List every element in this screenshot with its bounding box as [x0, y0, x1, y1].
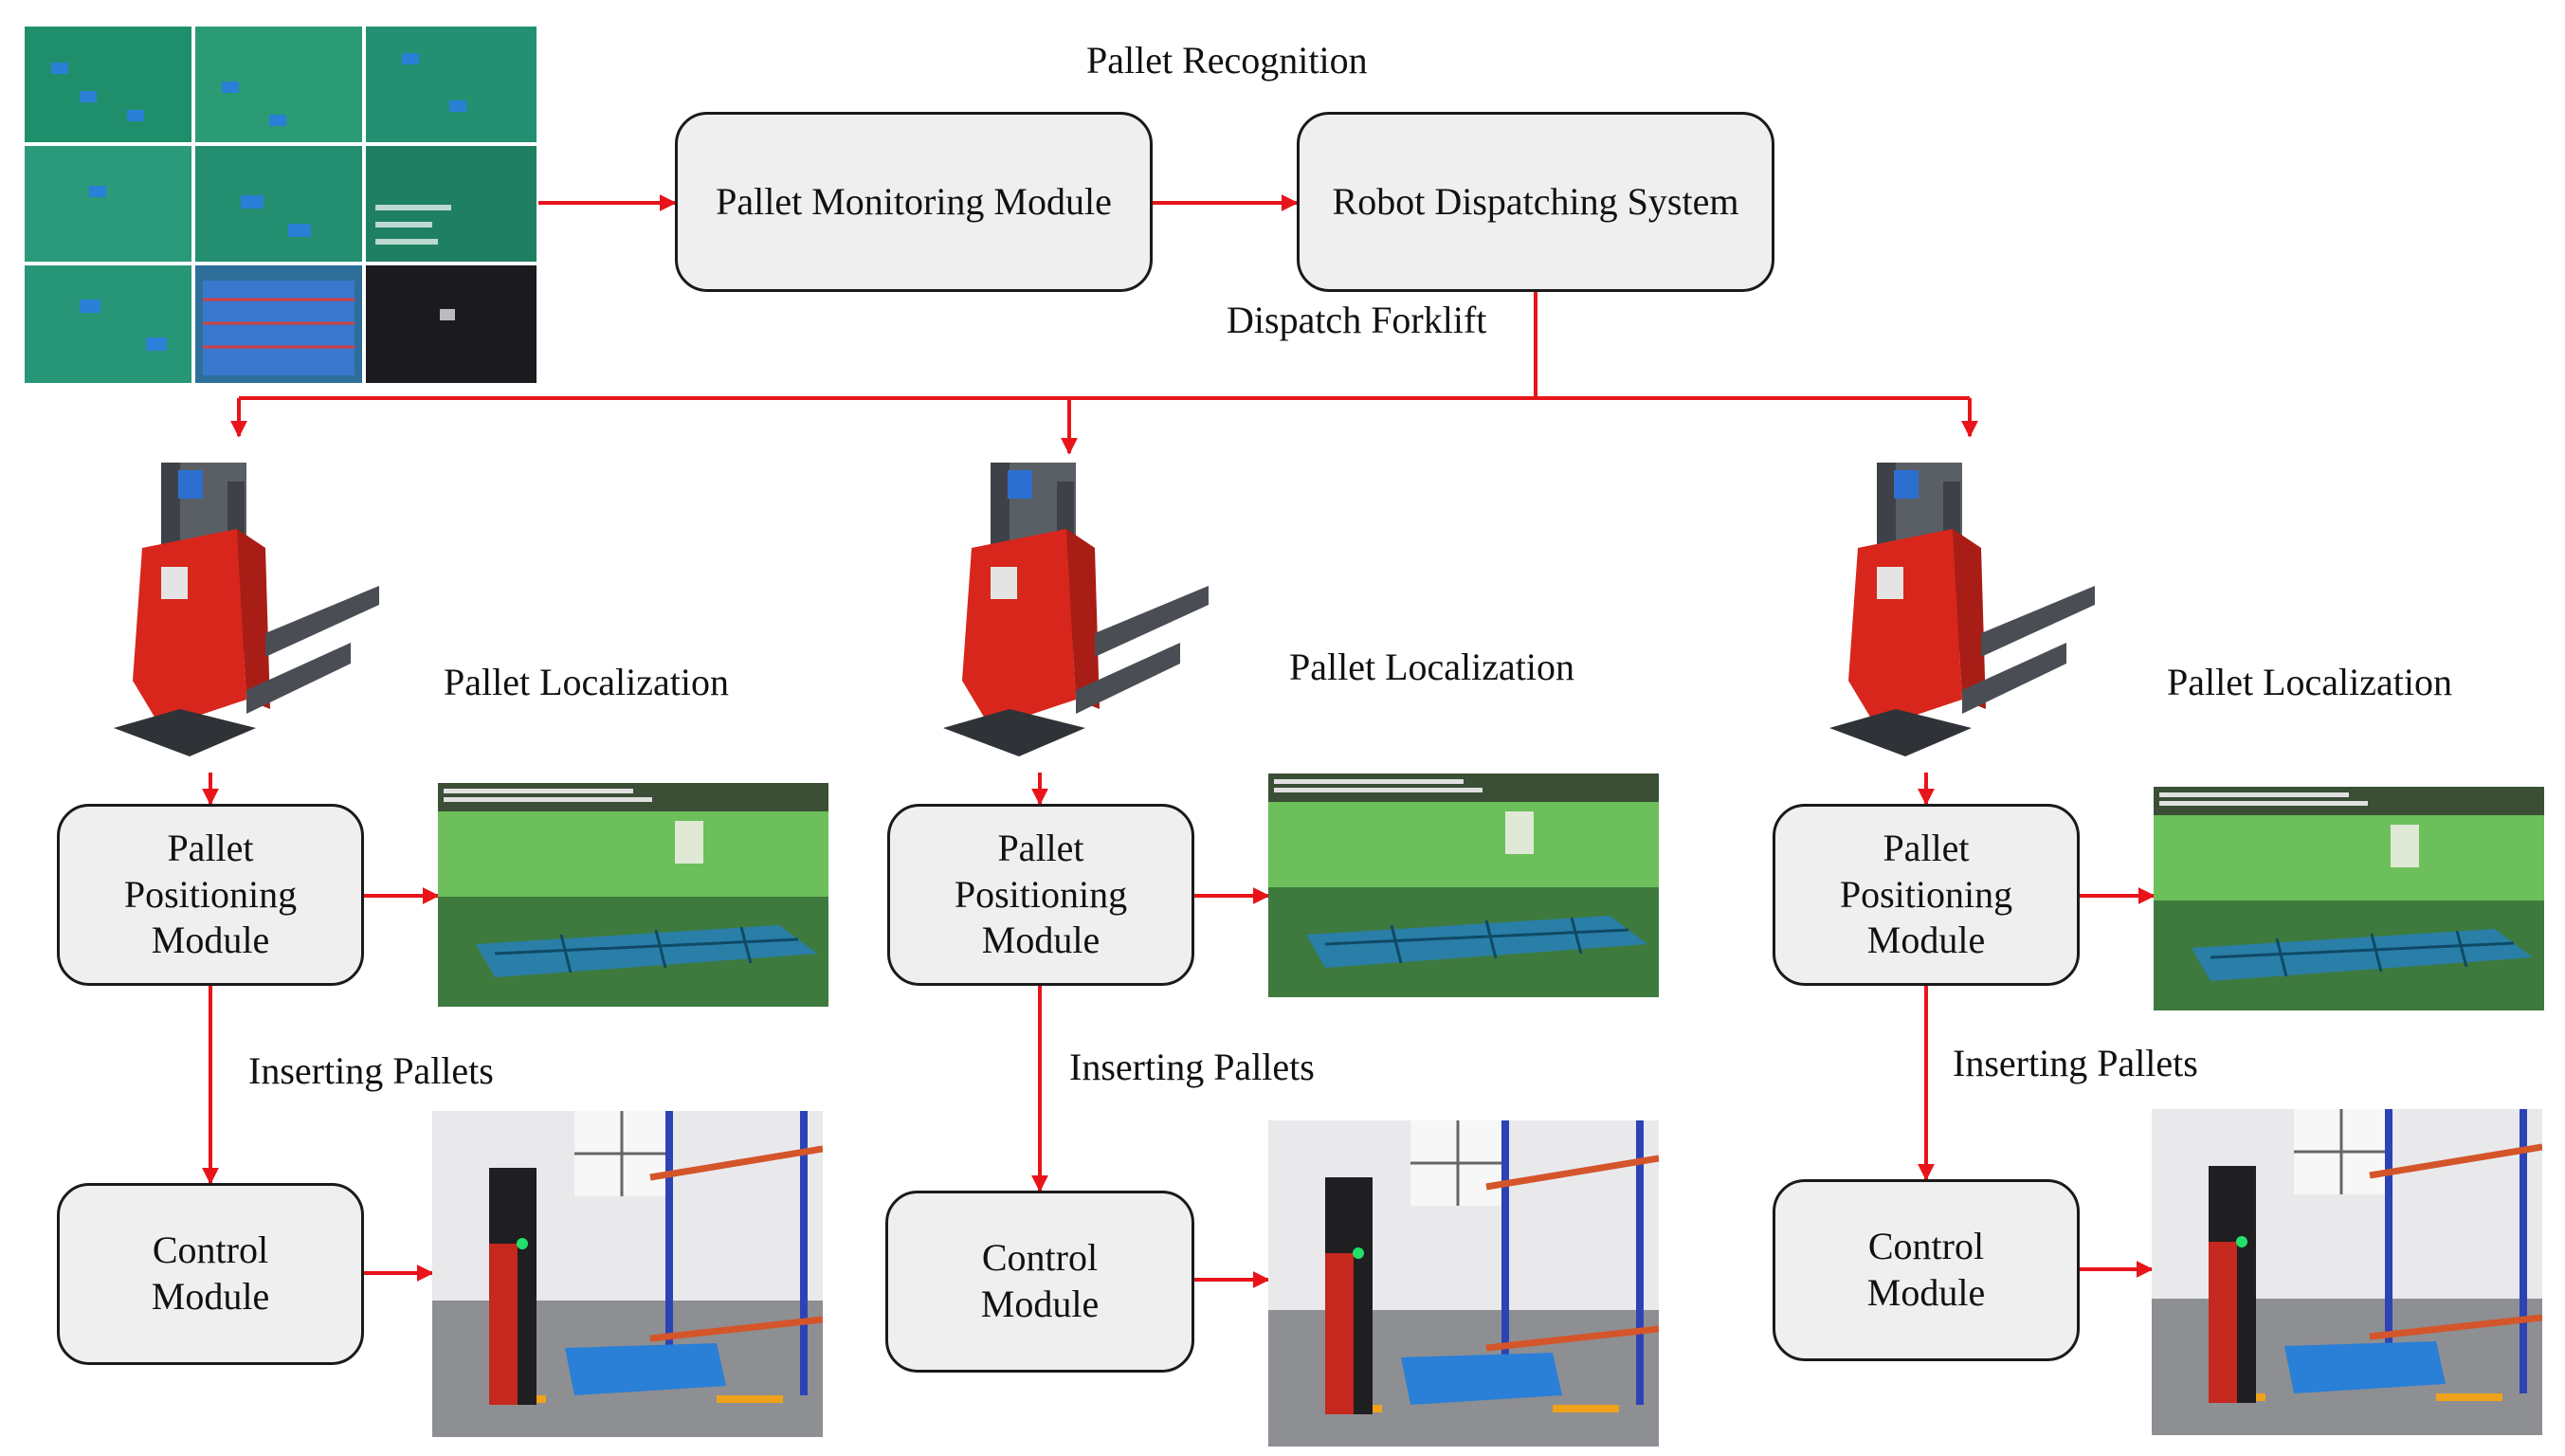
- pallet-localization-label-2: Pallet Localization: [1289, 646, 1574, 688]
- control-module-label-2: Control Module: [980, 1236, 1100, 1325]
- pallet-localization-label-3: Pallet Localization: [2167, 661, 2452, 703]
- pallet-positioning-module-label-1: Pallet Positioning Module: [123, 826, 298, 962]
- control-module-1: Control Module: [57, 1183, 364, 1365]
- inserting-pallets-label-3: Inserting Pallets: [1953, 1042, 2198, 1084]
- pallet-positioning-module-3: Pallet Positioning Module: [1773, 804, 2080, 986]
- forklift-image-3: [1820, 444, 2095, 785]
- pallet-monitoring-module-label: Pallet Monitoring Module: [716, 179, 1112, 223]
- pallet-localization-label-1: Pallet Localization: [444, 661, 729, 703]
- inserting-photo-2: [1268, 1120, 1659, 1447]
- pallet-recognition-label: Pallet Recognition: [1086, 39, 1368, 82]
- localization-camera-view-2: [1268, 774, 1659, 997]
- pallet-positioning-module-1: Pallet Positioning Module: [57, 804, 364, 986]
- robot-dispatching-system: Robot Dispatching System: [1297, 112, 1774, 292]
- inserting-photo-1: [432, 1111, 823, 1437]
- pallet-positioning-module-label-3: Pallet Positioning Module: [1839, 826, 2013, 962]
- forklift-image-2: [934, 444, 1209, 785]
- control-module-2: Control Module: [885, 1191, 1194, 1373]
- control-module-label-1: Control Module: [151, 1228, 270, 1318]
- pallet-positioning-module-2: Pallet Positioning Module: [887, 804, 1194, 986]
- localization-camera-view-1: [438, 783, 828, 1007]
- inserting-pallets-label-2: Inserting Pallets: [1069, 1046, 1315, 1088]
- control-module-3: Control Module: [1773, 1179, 2080, 1361]
- localization-camera-view-3: [2154, 787, 2544, 1010]
- pallet-monitoring-module: Pallet Monitoring Module: [675, 112, 1153, 292]
- dispatch-forklift-label: Dispatch Forklift: [1227, 299, 1487, 341]
- pallet-positioning-module-label-2: Pallet Positioning Module: [954, 826, 1128, 962]
- robot-dispatching-system-label: Robot Dispatching System: [1332, 179, 1739, 223]
- forklift-image-1: [104, 444, 379, 785]
- monitoring-camera-grid: [23, 25, 538, 385]
- inserting-pallets-label-1: Inserting Pallets: [248, 1049, 494, 1092]
- control-module-label-3: Control Module: [1866, 1225, 1986, 1314]
- inserting-photo-3: [2152, 1109, 2542, 1435]
